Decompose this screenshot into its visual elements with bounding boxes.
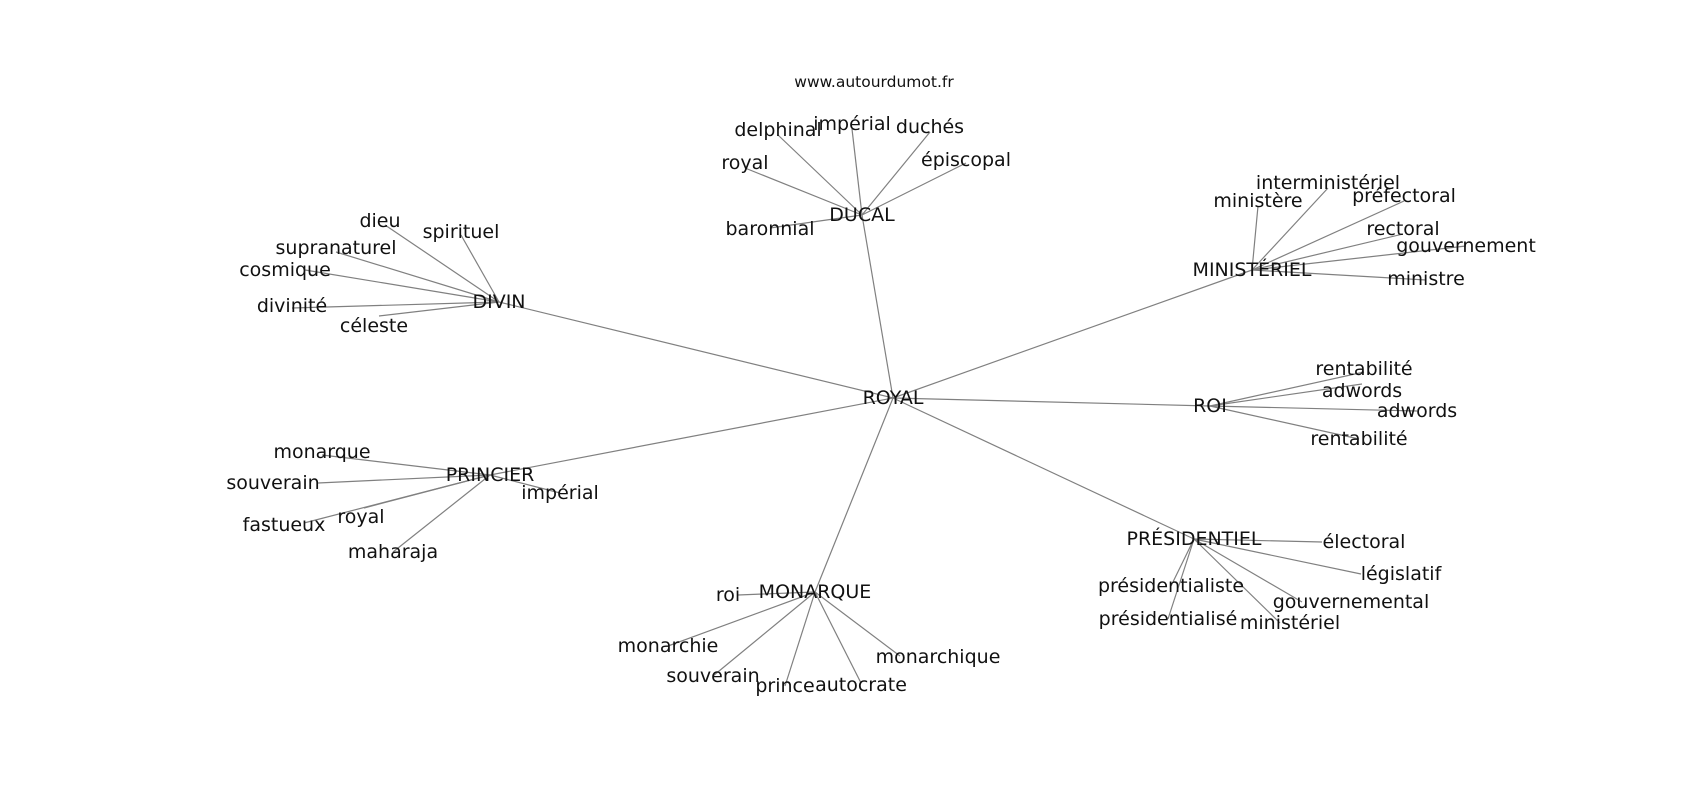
edge-hub-to-word <box>737 591 816 596</box>
related-word: royal <box>337 506 384 528</box>
related-word: gouvernement <box>1396 235 1536 257</box>
edge-hub-to-word <box>1251 245 1467 271</box>
related-word: spirituel <box>423 221 500 243</box>
related-word: présidentialisé <box>1099 608 1238 630</box>
edge-hub-to-word <box>1251 205 1259 271</box>
edge-hub-to-word <box>1193 538 1323 543</box>
related-word: rectoral <box>1366 218 1439 240</box>
edge-hub-to-word <box>1170 538 1195 587</box>
related-word: divinité <box>257 295 327 317</box>
edge-center-to-hub <box>892 397 1195 540</box>
related-word: maharaja <box>348 541 438 563</box>
related-word: rentabilité <box>1310 428 1407 450</box>
edges <box>291 128 1467 687</box>
related-word: fastueux <box>243 514 326 536</box>
edge-hub-to-word <box>777 134 863 216</box>
related-word: préfectoral <box>1352 185 1456 207</box>
edge-hub-to-word <box>667 591 816 647</box>
related-word: souverain <box>666 665 759 687</box>
related-word: cosmique <box>239 259 331 281</box>
related-word: monarchique <box>876 646 1001 668</box>
related-word: impérial <box>521 482 599 504</box>
related-word: dieu <box>359 210 400 232</box>
edge-hub-to-word <box>1209 405 1418 412</box>
edge-hub-to-word <box>861 131 931 216</box>
edge-hub-to-word <box>291 301 500 309</box>
edge-hub-to-word <box>335 251 500 303</box>
related-word: monarque <box>273 441 370 463</box>
edge-hub-to-word <box>1193 538 1362 575</box>
edge-hub-to-word <box>784 591 816 687</box>
hub-word: MONARQUE <box>759 581 872 603</box>
related-word: céleste <box>340 315 408 337</box>
related-word: supranaturel <box>276 237 397 259</box>
related-word: ministériel <box>1240 612 1340 634</box>
edge-hub-to-word <box>1193 538 1303 603</box>
edge-hub-to-word <box>460 234 500 303</box>
edge-center-to-hub <box>861 214 894 399</box>
edge-hub-to-word <box>1209 383 1363 407</box>
related-word: électoral <box>1323 531 1406 553</box>
hub-word: PRÉSIDENTIEL <box>1127 527 1262 550</box>
source-url: www.autourdumot.fr <box>794 73 954 91</box>
hub-word: PRINCIER <box>446 464 535 486</box>
related-word: souverain <box>226 472 319 494</box>
hub-word: MINISTÉRIEL <box>1193 258 1312 281</box>
edge-center-to-hub <box>489 397 894 476</box>
related-word: roi <box>716 584 740 606</box>
edge-hub-to-word <box>317 474 491 484</box>
edge-hub-to-word <box>814 591 901 657</box>
edge-hub-to-word <box>769 214 863 229</box>
hub-word: DUCAL <box>829 204 895 226</box>
related-word: interministériel <box>1256 172 1400 194</box>
related-word: ministère <box>1213 190 1302 212</box>
hub-word: ROI <box>1193 395 1227 417</box>
related-word: adwords <box>1322 380 1402 402</box>
edge-hub-to-word <box>712 591 816 677</box>
related-word: législatif <box>1361 563 1443 585</box>
related-word: impérial <box>813 113 891 135</box>
edge-hub-to-word <box>1251 269 1427 281</box>
edge-hub-to-word <box>378 301 500 317</box>
related-word: ministre <box>1387 268 1465 290</box>
related-word: royal <box>721 152 768 174</box>
related-word: autocrate <box>815 674 907 696</box>
related-word: adwords <box>1377 400 1457 422</box>
edge-hub-to-word <box>489 474 561 494</box>
edge-hub-to-word <box>851 128 863 216</box>
labels: www.autourdumot.fr ROYALDUCALdelphinalim… <box>226 73 1535 697</box>
edge-hub-to-word <box>1167 538 1195 620</box>
related-word: rentabilité <box>1315 358 1412 380</box>
edge-hub-to-word <box>814 591 862 684</box>
edge-hub-to-word <box>1209 405 1360 440</box>
related-word: duchés <box>896 116 964 138</box>
edge-hub-to-word <box>392 474 491 553</box>
related-word: présidentialiste <box>1098 575 1244 597</box>
related-word: baronnial <box>725 218 814 240</box>
edge-hub-to-word <box>384 224 500 303</box>
edge-hub-to-word <box>1251 187 1329 271</box>
edge-center-to-hub <box>498 301 894 399</box>
edge-hub-to-word <box>1251 233 1404 271</box>
edge-center-to-hub <box>892 397 1211 407</box>
edge-center-to-hub <box>892 269 1253 399</box>
related-word: gouvernemental <box>1273 591 1429 613</box>
edge-hub-to-word <box>321 454 491 476</box>
edge-hub-to-word <box>303 474 491 524</box>
related-word: prince <box>755 675 814 697</box>
center-word: ROYAL <box>863 387 924 409</box>
edge-hub-to-word <box>861 162 967 216</box>
hub-word: DIVIN <box>472 291 525 313</box>
edge-hub-to-word <box>744 167 863 216</box>
edge-hub-to-word <box>1251 200 1405 271</box>
edge-hub-to-word <box>304 269 500 303</box>
edge-center-to-hub <box>814 397 894 593</box>
related-word: épiscopal <box>921 149 1011 171</box>
edge-hub-to-word <box>1209 371 1365 407</box>
related-word: delphinal <box>734 119 821 141</box>
edge-hub-to-word <box>1193 538 1281 624</box>
related-word: monarchie <box>618 635 719 657</box>
